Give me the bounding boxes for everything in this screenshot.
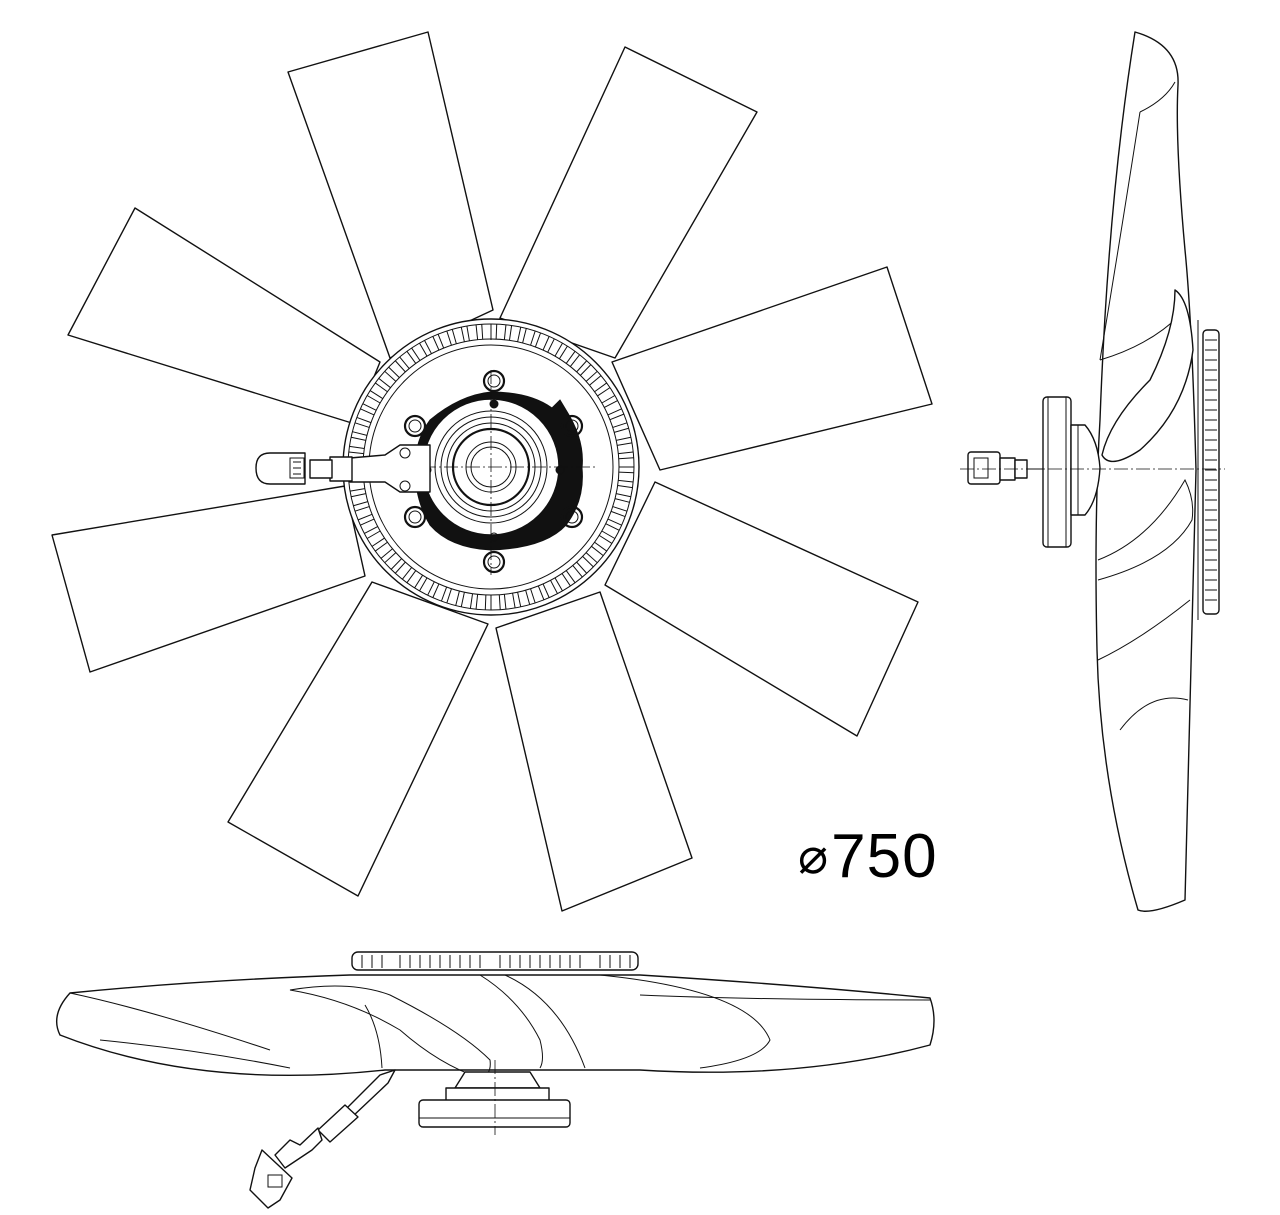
diameter-dimension: ⌀750	[798, 826, 938, 888]
fan-blade	[51, 485, 366, 673]
sensor-connector	[255, 444, 431, 493]
fan-blade	[227, 581, 489, 897]
clutch-disc-bottom	[418, 1099, 571, 1128]
fan-blade	[611, 266, 933, 471]
fan-blade	[604, 481, 919, 737]
clutch-body	[400, 369, 595, 575]
cooling-fins-top	[351, 951, 639, 971]
bolt-holes	[403, 369, 584, 574]
blades-side-profile	[56, 974, 935, 1077]
diameter-value: 750	[831, 822, 938, 891]
side-view	[960, 31, 1225, 912]
front-view	[51, 31, 933, 912]
side-connector	[967, 451, 1001, 485]
fan-blade	[495, 591, 693, 912]
bottom-view	[56, 951, 935, 1209]
clutch-disc	[1042, 396, 1072, 548]
diameter-symbol: ⌀	[798, 828, 830, 884]
angled-connector	[249, 1069, 396, 1209]
cooling-fins	[1202, 329, 1220, 615]
fan-blades	[51, 31, 933, 912]
blade-profile	[1095, 31, 1197, 912]
fan-blade	[67, 207, 381, 425]
fan-blade	[499, 46, 758, 359]
fan-blade	[287, 31, 494, 359]
